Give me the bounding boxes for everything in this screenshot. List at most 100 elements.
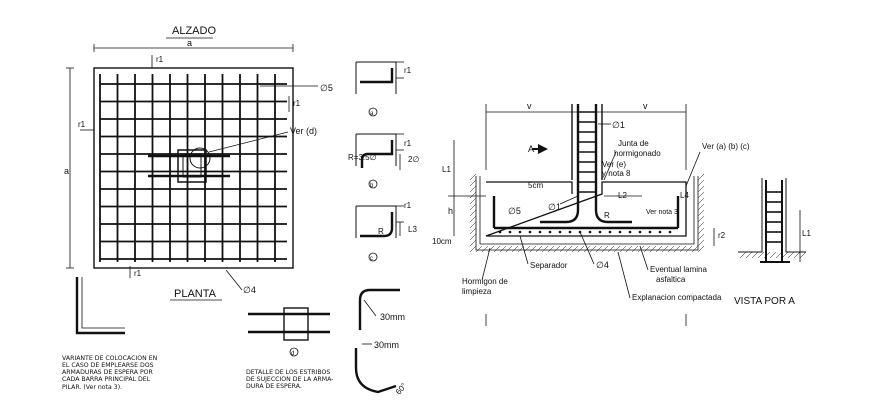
hatch-line xyxy=(643,245,651,253)
hatch-line xyxy=(679,245,687,253)
section-ver-nota3: Ver nota 3 xyxy=(646,209,678,216)
hatch-line xyxy=(535,245,543,253)
hatch-line xyxy=(625,245,633,253)
rebar-dot xyxy=(608,230,612,234)
hatch-line xyxy=(469,173,477,181)
section-phi1-mid: ∅1 xyxy=(548,202,561,212)
rebar-dot xyxy=(628,230,632,234)
rebar-dot xyxy=(558,230,562,234)
hatch-line xyxy=(697,239,705,247)
hatch-line xyxy=(553,245,561,253)
detail-b-2phi: 2∅ xyxy=(408,155,419,164)
detail-a: r1 a xyxy=(355,61,412,117)
hatch-line xyxy=(595,245,603,253)
section-phi5: ∅5 xyxy=(508,206,521,216)
hatch-line xyxy=(655,245,663,253)
hatch-line xyxy=(493,245,501,253)
vista-hatch xyxy=(751,251,759,259)
rebar-mesh xyxy=(99,74,287,262)
hatch-line xyxy=(547,245,555,253)
detail-a-label: a xyxy=(370,111,374,117)
section-v-left: v xyxy=(527,101,532,111)
rebar-dot xyxy=(598,230,602,234)
detalle-line-3: DURA DE ESPERA. xyxy=(246,383,302,390)
hatch-line xyxy=(469,191,477,199)
detalle-line-1: DETALLE DE LOS ESTRIBOS xyxy=(246,369,330,376)
hatch-line xyxy=(469,221,477,229)
hatch-line xyxy=(697,245,705,253)
footing-section: v v A ∅1 Junta de hormigonado Ver (e) y … xyxy=(432,101,750,326)
section-hormigon-2: limpieza xyxy=(462,287,492,296)
rebar-dot xyxy=(658,230,662,234)
rebar-dot xyxy=(648,230,652,234)
hatch-line xyxy=(541,245,549,253)
variante-line-2: EL CASO DE EMPLEARSE DOS xyxy=(62,362,154,369)
detail-b-r35: R=3.5∅ xyxy=(348,153,377,162)
variante-line-4: CADA BARRA PRINCIPAL DEL xyxy=(62,376,151,383)
vista-hatch xyxy=(745,251,753,259)
detalle-line-2: DE SUJECCION DE LA ARMA- xyxy=(246,376,333,383)
r1-right: r1 xyxy=(293,99,301,108)
vista-hatch xyxy=(769,251,777,259)
hatch-line xyxy=(601,245,609,253)
phi5-label: ∅5 xyxy=(320,83,333,93)
detail-b: r1 R=3.5∅ 2∅ b xyxy=(348,133,419,189)
hatch-line xyxy=(697,209,705,217)
vista-title: VISTA POR A xyxy=(734,296,795,307)
hatch-line xyxy=(673,245,681,253)
hatch-line xyxy=(619,245,627,253)
detail-c-label: c xyxy=(370,256,373,262)
section-5cm: 5cm xyxy=(528,181,543,190)
hatch-line xyxy=(469,197,477,205)
phi4-label: ∅4 xyxy=(243,285,256,295)
hatch-line xyxy=(583,245,591,253)
rebar-dot xyxy=(538,230,542,234)
section-ver-e: Ver (e) xyxy=(602,160,626,169)
detail-c-l3: L3 xyxy=(408,225,417,234)
section-r2: r2 xyxy=(718,231,726,240)
section-l1: L1 xyxy=(442,165,451,174)
hatch-line xyxy=(469,185,477,193)
rebar-dot xyxy=(498,230,502,234)
vista-hatch xyxy=(799,251,807,259)
hatch-line xyxy=(697,203,705,211)
detalle-estribos: d DETALLE DE LOS ESTRIBOS DE SUJECCION D… xyxy=(246,288,409,396)
hatch-line xyxy=(565,245,573,253)
hatch-line xyxy=(697,191,705,199)
vista-l1: L1 xyxy=(802,229,811,238)
section-hormigon-1: Hormigon de xyxy=(462,277,508,286)
hatch-line xyxy=(613,245,621,253)
detail-b-label: b xyxy=(370,183,374,189)
vista-hatch xyxy=(787,251,795,259)
hatch-line xyxy=(481,245,489,253)
section-eventual-1: Eventual lamina xyxy=(650,265,707,274)
hook-angle: 60° xyxy=(394,381,409,396)
slab-outline xyxy=(93,67,294,269)
hatch-line xyxy=(475,245,483,253)
hatch-line xyxy=(697,197,705,205)
hatch-line xyxy=(667,245,675,253)
rebar-dots xyxy=(498,230,672,234)
planta-title: PLANTA xyxy=(174,288,217,300)
section-separador: Separador xyxy=(530,261,568,270)
hatch-line xyxy=(523,245,531,253)
alzado-title: ALZADO xyxy=(172,25,216,37)
hatch-line xyxy=(697,221,705,229)
section-explanacion: Explanacion compactada xyxy=(632,293,722,302)
r1-top: r1 xyxy=(156,55,164,64)
rebar-dot xyxy=(638,230,642,234)
rebar-dot xyxy=(568,230,572,234)
hatch-line xyxy=(697,179,705,187)
hatch-line xyxy=(697,233,705,241)
hatch-line xyxy=(469,245,477,253)
vista-por-a: L1 VISTA POR A xyxy=(734,178,811,307)
section-10cm: 10cm xyxy=(432,237,452,246)
hatch-line xyxy=(589,245,597,253)
detalle-label: d xyxy=(291,351,294,357)
hatch-line xyxy=(469,239,477,247)
hatch-line xyxy=(505,245,513,253)
hatch-line xyxy=(571,245,579,253)
rebar-dot xyxy=(618,230,622,234)
r1-bottom: r1 xyxy=(134,269,142,278)
hatch-line xyxy=(469,203,477,211)
